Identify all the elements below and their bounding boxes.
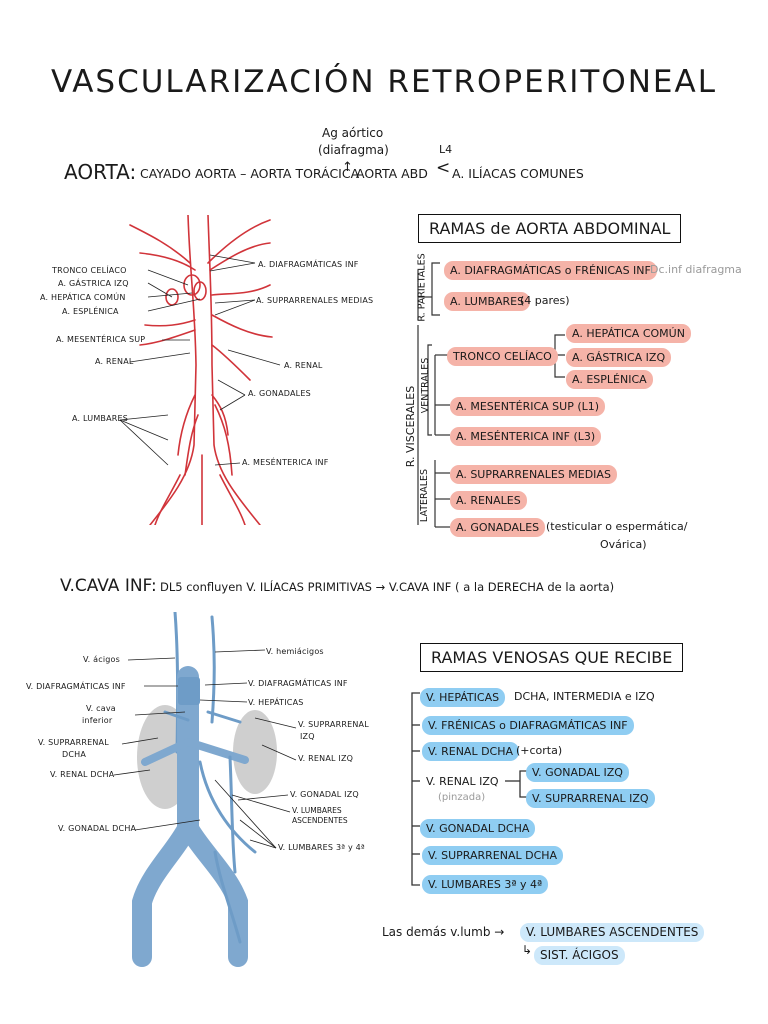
v-suprarrenal-dcha-item: V. SUPRARRENAL DCHA [422,846,564,865]
label-v-gonadal-dcha: V. GONADAL DCHA [58,824,137,833]
lumbares-item: A. LUMBARES [444,292,531,311]
footer-lumbares-asc: V. LUMBARES ASCENDENTES [520,923,705,942]
ramas-aorta-brackets [417,262,565,528]
l4-note: L4 [439,143,453,156]
label-suprarrenales-medias: A. SUPRARRENALES MEDIAS [256,296,374,305]
ag-note-2: (diafragma) [318,143,389,157]
arrow-up-icon: ↑ [342,160,353,175]
tronco-item: TRONCO CELÍACO [447,347,558,366]
v-renal-izq-note: (pinzada) [438,792,486,803]
mes-sup-item: A. MESENTÉRICA SUP (L1) [450,397,606,416]
vein-diagram [132,612,277,967]
label-v-hemiacigos: V. hemiácigos [266,647,324,656]
label-v-suprarrenal-dcha-1: V. SUPRARRENAL [38,738,109,747]
v-hepaticas-note: DCHA, INTERMEDIA e IZQ [514,690,655,703]
label-v-hepaticas: V. HEPÁTICAS [248,698,304,707]
v-hepaticas-item: V. HEPÁTICAS [420,688,506,707]
label-v-cava-2: inferior [82,716,113,725]
gonadales-note-2: Ovárica) [600,538,647,551]
vein-leader-lines [113,649,297,849]
v-frenicas-item: V. FRÉNICAS o DIAFRAGMÁTICAS INF [422,716,634,735]
page-title: VASCULARIZACIÓN RETROPERITONEAL [50,64,717,100]
v-renal-dcha-note: (+corta) [516,744,563,757]
aorta-text-1: CAYADO AORTA – AORTA TORÁCICA [140,166,360,181]
label-v-lumbares-asc-1: V. LUMBARES [292,806,342,815]
label-v-diafragmaticas-dcha: V. DIAFRAGMÁTICAS INF [26,682,126,691]
footer-note: Las demás v.lumb → [382,925,505,939]
laterales-label: LATERALES [419,468,431,523]
v-renal-izq-item: V. RENAL IZQ [426,775,499,788]
label-gonadales: A. GONADALES [248,389,311,398]
gonadales-item: A. GONADALES [450,518,546,537]
fork-icon: < [436,158,451,178]
hepatica-item: A. HEPÁTICA COMÚN [566,324,691,343]
ramas-venosas-header: RAMAS VENOSAS QUE RECIBE [420,643,684,672]
aorta-label: AORTA: [64,160,137,184]
label-v-acigos: V. ácigos [83,655,120,664]
label-v-diafragmaticas-izq: V. DIAFRAGMÁTICAS INF [248,679,348,688]
footer-sist-acigos: SIST. ÁCIGOS [534,946,625,965]
label-v-cava-1: V. cava [86,704,116,713]
aorta-text-2: AORTA ABD [356,166,428,181]
ramas-aorta-header: RAMAS de AORTA ABDOMINAL [418,214,682,243]
hook-arrow-icon: ↳ [522,943,533,957]
label-mesenterica-sup: A. MESENTÉRICA SUP [56,335,146,344]
label-renal-right: A. RENAL [284,361,323,370]
diafragmaticas-item: A. DIAFRAGMÁTICAS o FRÉNICAS INF [444,261,657,280]
v-renal-dcha-item: V. RENAL DCHA [422,742,520,761]
label-v-renal-dcha: V. RENAL DCHA [50,770,115,779]
label-tronco-celiaco: TRONCO CELÍACO [52,266,127,275]
ramas-venosas-brackets [411,692,528,886]
label-v-lumbares-asc-2: ASCENDENTES [292,816,348,825]
label-v-gonadal-izq: V. GONADAL IZQ [290,790,359,799]
gastrica-item: A. GÁSTRICA IZQ [566,348,672,367]
esplenica-item: A. ESPLÉNICA [566,370,653,389]
label-v-renal-izq: V. RENAL IZQ [298,754,354,763]
lumbares-note: (4 pares) [520,294,570,307]
vcava-label: V.CAVA INF: [60,576,157,596]
v-gonadal-izq-item: V. GONADAL IZQ [526,763,629,782]
label-mesenterica-inf: A. MESÉNTERICA INF [242,458,329,467]
label-esplenica: A. ESPLÉNICA [62,307,119,316]
label-v-suprarrenal-dcha-2: DCHA [62,750,87,759]
label-v-lumbares-34: V. LUMBARES 3ª y 4ª [278,843,365,852]
viscerales-label: R. VISCERALES [404,385,418,468]
v-gonadal-dcha-item: V. GONADAL DCHA [420,819,536,838]
v-suprarrenal-izq-item: V. SUPRARRENAL IZQ [526,789,655,808]
label-v-suprarrenal-izq-2: IZQ [300,732,315,741]
ag-note-1: Ag aórtico [322,126,384,140]
label-lumbares: A. LUMBARES [72,414,129,423]
vcava-text: DL5 confluyen V. ILÍACAS PRIMITIVAS → V.… [160,580,615,594]
label-v-suprarrenal-izq-1: V. SUPRARRENAL [298,720,369,729]
label-hepatica-comun: A. HEPÁTICA COMÚN [40,293,126,302]
renales-item: A. RENALES [450,491,527,510]
diafragmaticas-note: Dc.inf diafragma [650,263,742,276]
v-lumbares-item: V. LUMBARES 3ª y 4ª [422,875,549,894]
aorta-text-3: A. ILÍACAS COMUNES [452,166,584,181]
aorta-diagram [119,215,281,525]
mes-inf-item: A. MESÉNTERICA INF (L3) [450,427,602,446]
gonadales-note-1: (testicular o espermática/ [546,520,688,533]
label-diafragmaticas-inf: A. DIAFRAGMÁTICAS INF [258,260,359,269]
label-gastrica-izq: A. GÁSTRICA IZQ [58,279,129,288]
label-renal-left: A. RENAL [95,357,134,366]
suprarrenales-item: A. SUPRARRENALES MEDIAS [450,465,617,484]
parietales-label: R. PARIETALES [416,253,428,322]
ventrales-label: VENTRALES [420,357,432,414]
